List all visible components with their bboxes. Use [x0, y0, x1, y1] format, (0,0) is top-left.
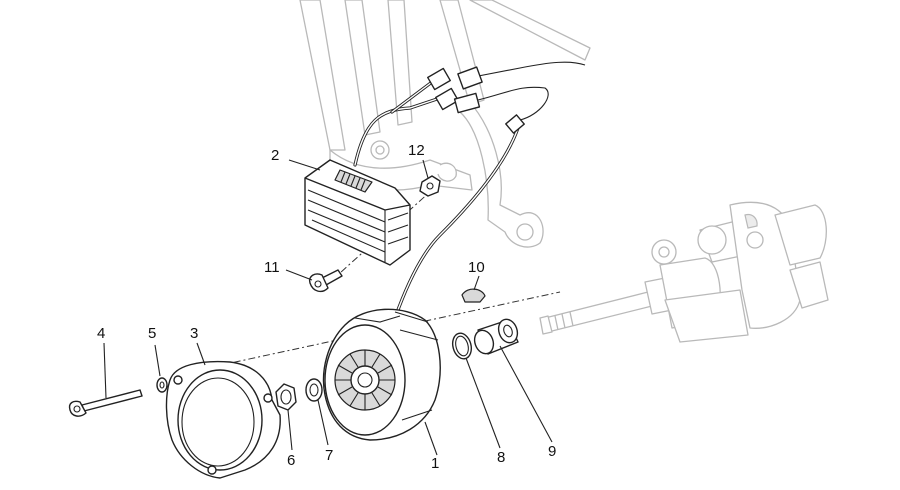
callout-5: 5	[148, 325, 156, 342]
callout-11: 11	[264, 259, 280, 276]
washer-part-7	[305, 378, 323, 402]
circlip-part-8	[451, 332, 473, 360]
stator-flywheel-part-1	[322, 308, 441, 441]
wiring-harness	[353, 61, 586, 320]
callout-7: 7	[325, 447, 333, 464]
callout-labels: 1 2 3 4 5 6 7 8 9 10 11 12	[97, 142, 556, 472]
callout-2: 2	[271, 147, 279, 164]
nut-part-12	[419, 175, 441, 197]
callout-8: 8	[497, 449, 505, 466]
bolt-part-11	[308, 269, 343, 293]
crankshaft-outline	[539, 201, 829, 343]
callout-3: 3	[190, 325, 198, 342]
callout-9: 9	[548, 443, 556, 460]
leader-lines	[103, 159, 553, 456]
cover-part-3	[165, 360, 281, 479]
callout-12: 12	[408, 142, 425, 159]
nut-part-6	[275, 383, 297, 411]
callout-1: 1	[431, 455, 439, 472]
woodruff-key-part-10	[461, 288, 486, 303]
stator-coils	[334, 349, 396, 411]
long-bolt-part-4	[68, 389, 143, 417]
voltage-regulator-part-2	[304, 159, 411, 266]
spacer-sleeve-part-9	[473, 318, 519, 355]
callout-4: 4	[97, 325, 105, 342]
callout-10: 10	[468, 259, 485, 276]
callout-6: 6	[287, 452, 295, 469]
washer-part-5	[156, 377, 168, 393]
